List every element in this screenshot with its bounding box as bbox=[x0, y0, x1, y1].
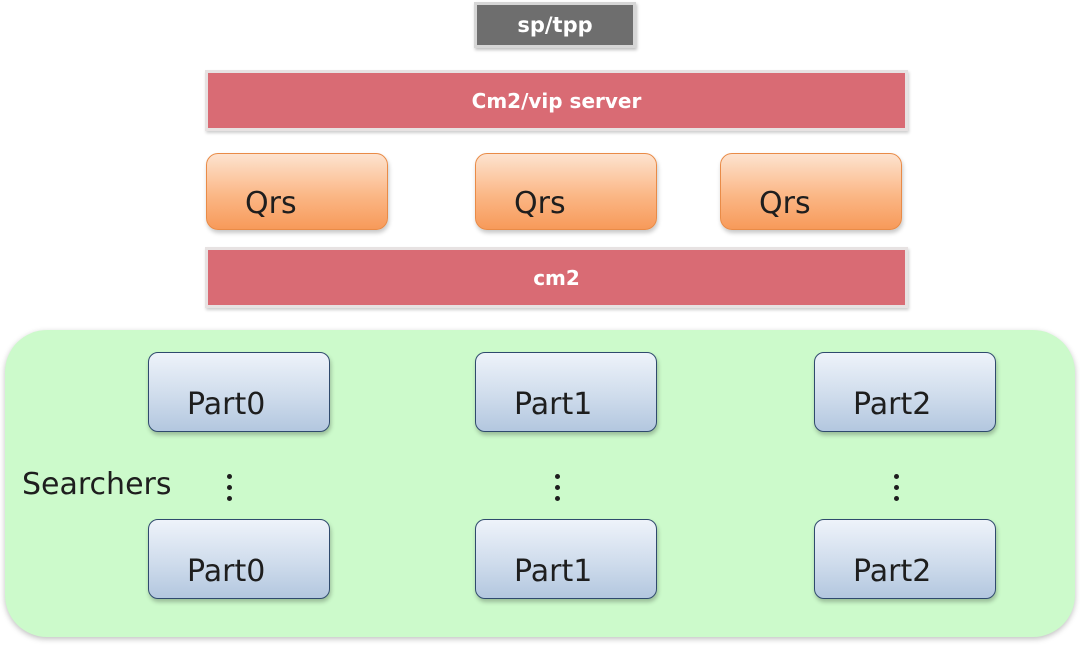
cm2-bar: cm2 bbox=[205, 247, 908, 308]
qrs-box-3: Qrs bbox=[720, 153, 902, 230]
searchers-label: Searchers bbox=[22, 467, 172, 502]
ellipsis-vertical-icon bbox=[224, 474, 234, 504]
part-box-top-2: Part2 bbox=[814, 352, 996, 432]
cm2-vip-server-bar: Cm2/vip server bbox=[205, 70, 908, 131]
part-box-top-1: Part1 bbox=[475, 352, 657, 432]
part-box-bottom-1: Part1 bbox=[475, 519, 657, 599]
qrs-box-2: Qrs bbox=[475, 153, 657, 230]
sp-tpp-box: sp/tpp bbox=[474, 2, 636, 48]
part-box-bottom-2: Part2 bbox=[814, 519, 996, 599]
ellipsis-vertical-icon bbox=[891, 474, 901, 504]
part-box-top-0: Part0 bbox=[148, 352, 330, 432]
ellipsis-vertical-icon bbox=[552, 474, 562, 504]
qrs-box-1: Qrs bbox=[206, 153, 388, 230]
part-box-bottom-0: Part0 bbox=[148, 519, 330, 599]
